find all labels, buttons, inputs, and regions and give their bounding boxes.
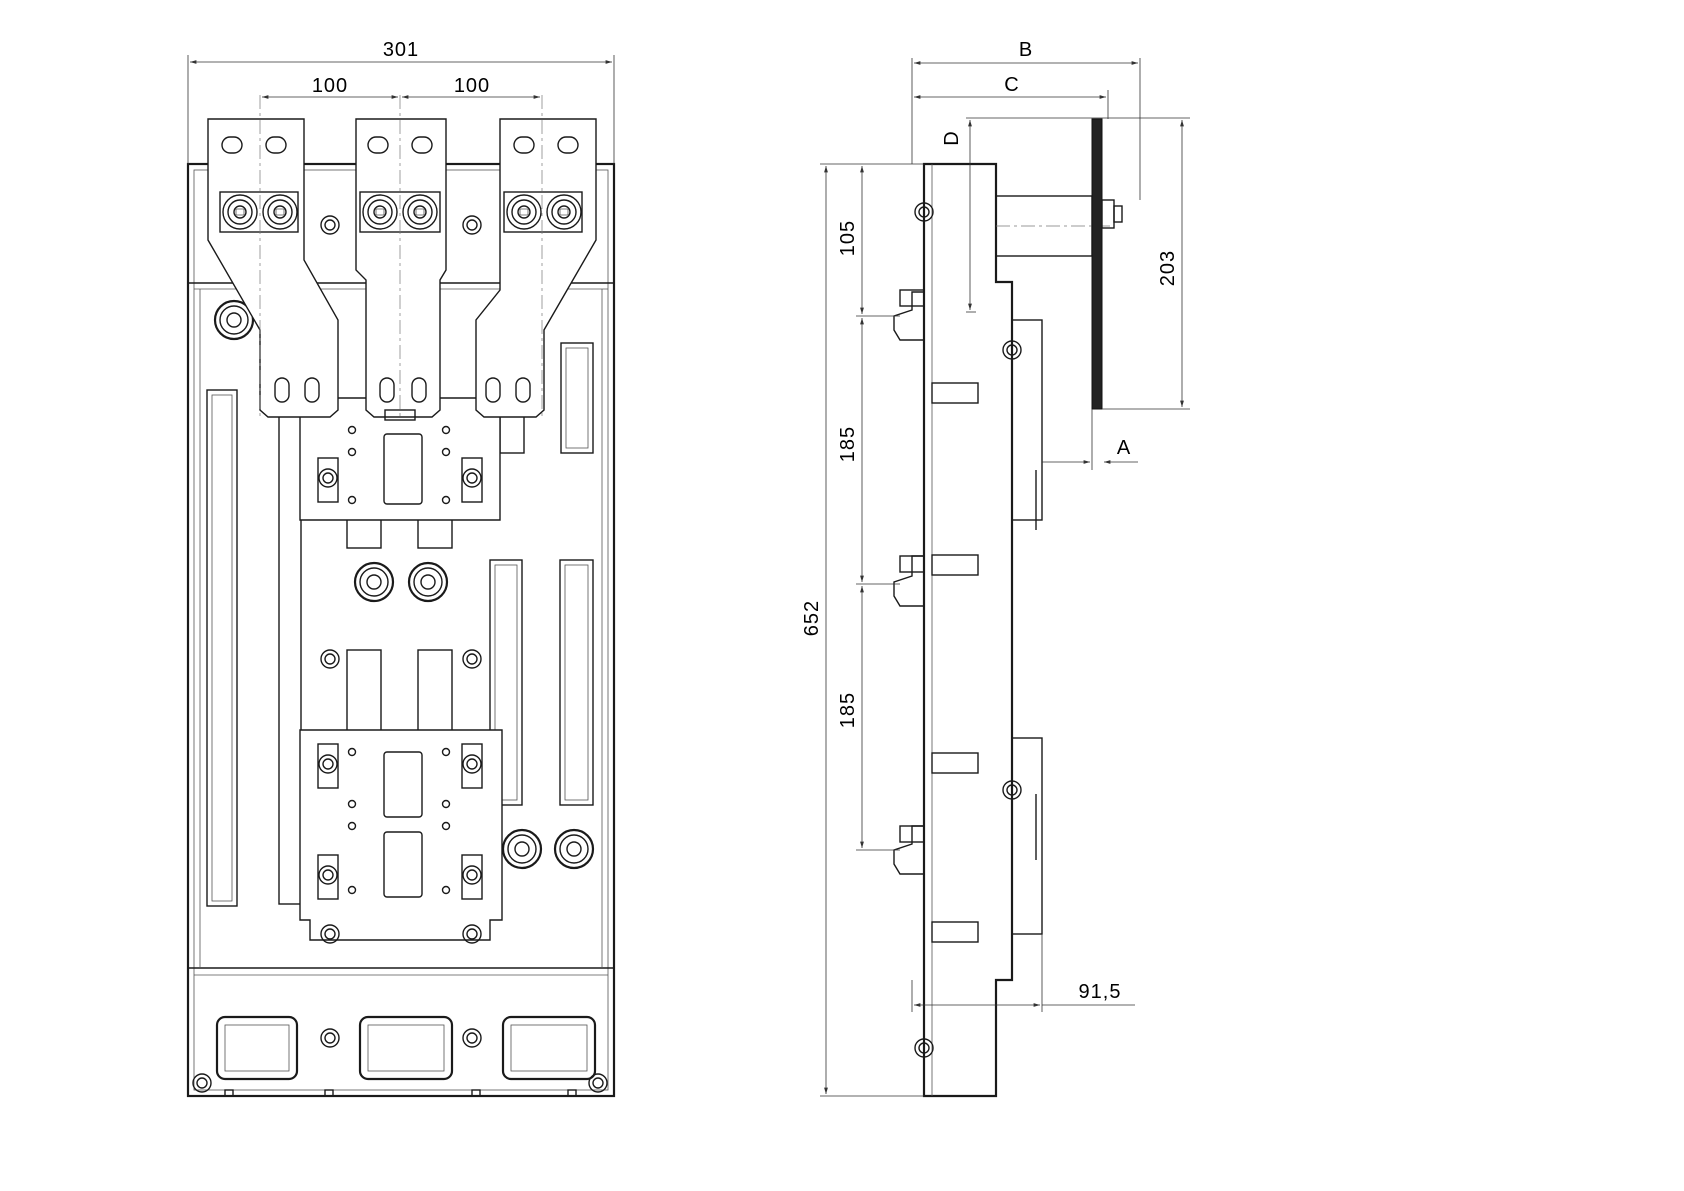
dim-total-height: 652 bbox=[801, 600, 823, 636]
dim-height-upper: 105 bbox=[837, 220, 859, 256]
terminal-busbar-right bbox=[475, 118, 597, 418]
dim-c: C bbox=[1004, 74, 1019, 96]
dim-d: D bbox=[941, 130, 963, 145]
side-view: B C D A 105 185 185 652 203 91,5 bbox=[801, 39, 1190, 1098]
dim-depth: 91,5 bbox=[1079, 981, 1122, 1003]
dim-overall-width: 301 bbox=[383, 39, 419, 61]
dim-handle-height: 203 bbox=[1157, 250, 1179, 286]
terminal-busbar-middle bbox=[355, 118, 447, 421]
front-view: 301 100 100 bbox=[186, 39, 616, 1098]
dim-height-mid-1: 185 bbox=[837, 426, 859, 462]
dim-b: B bbox=[1019, 39, 1033, 61]
dim-pitch-right: 100 bbox=[454, 75, 490, 97]
terminal-busbar-left bbox=[207, 118, 339, 418]
dim-height-mid-2: 185 bbox=[837, 692, 859, 728]
handle-disc bbox=[1091, 118, 1103, 410]
dim-pitch-left: 100 bbox=[312, 75, 348, 97]
dim-a: A bbox=[1117, 437, 1131, 459]
